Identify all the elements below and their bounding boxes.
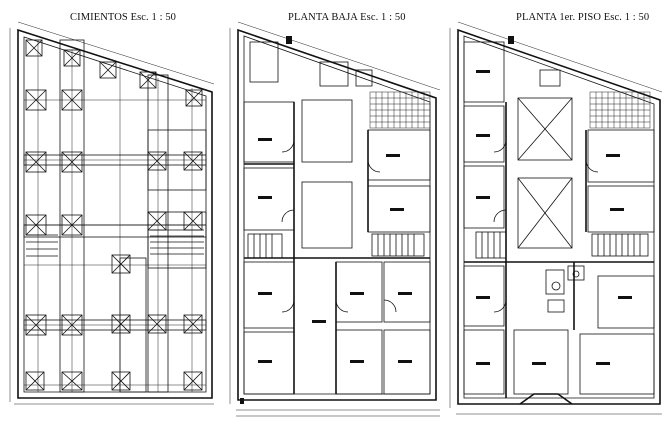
light-wells [517, 97, 573, 249]
footing-pads [25, 39, 203, 391]
bathroom-fixtures [545, 265, 585, 313]
plan-title-primer-piso: PLANTA 1er. PISO Esc. 1 : 50 [516, 12, 650, 23]
first-floor-plan [449, 21, 663, 415]
plan-title-planta-baja: PLANTA BAJA Esc. 1 : 50 [288, 12, 406, 23]
tiled-patio [369, 91, 431, 129]
foundation-plan [9, 21, 215, 405]
staircase [247, 233, 425, 259]
plan-title-cimientos: CIMIENTOS Esc. 1 : 50 [70, 12, 177, 23]
ground-floor-plan [229, 21, 441, 417]
